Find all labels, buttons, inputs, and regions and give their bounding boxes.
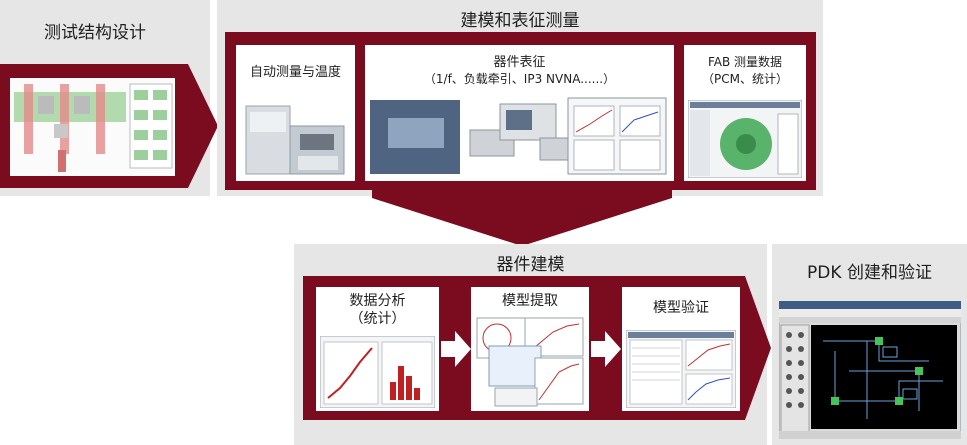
fab-data-image (688, 100, 802, 178)
arrow-analysis-to-extraction (441, 331, 471, 367)
model-extraction-image (475, 316, 585, 408)
model-validation-image (626, 330, 736, 408)
arrow-extraction-to-validation (591, 331, 621, 367)
fab-data-title: FAB 测量数据 (707, 55, 783, 69)
test-structure-image (10, 78, 175, 176)
data-analysis-image (320, 336, 435, 408)
model-extraction-title: 模型提取 (502, 293, 558, 309)
down-arrow (372, 188, 672, 246)
model-validation-title: 模型验证 (653, 300, 709, 316)
device-modeling-title: 器件建模 (496, 255, 565, 275)
device-characterization-subtitle: （1/f、负载牵引、IP3 NVNA......） (423, 72, 616, 86)
auto-measurement-title: 自动测量与温度 (249, 65, 341, 80)
modeling-characterization-title: 建模和表征测量 (460, 11, 580, 31)
data-analysis-title: 数据分析 (349, 293, 406, 309)
device-characterization-title: 器件表征 (493, 55, 546, 70)
pdk-image (779, 301, 961, 439)
data-analysis-subtitle: （统计） (349, 311, 406, 327)
pdk-title: PDK 创建和验证 (807, 263, 932, 283)
auto-measurement-image (240, 96, 350, 178)
test-structure-title: 测试结构设计 (44, 23, 146, 43)
fab-data-subtitle: （PCM、统计） (702, 72, 788, 86)
device-characterization-image (370, 96, 670, 178)
